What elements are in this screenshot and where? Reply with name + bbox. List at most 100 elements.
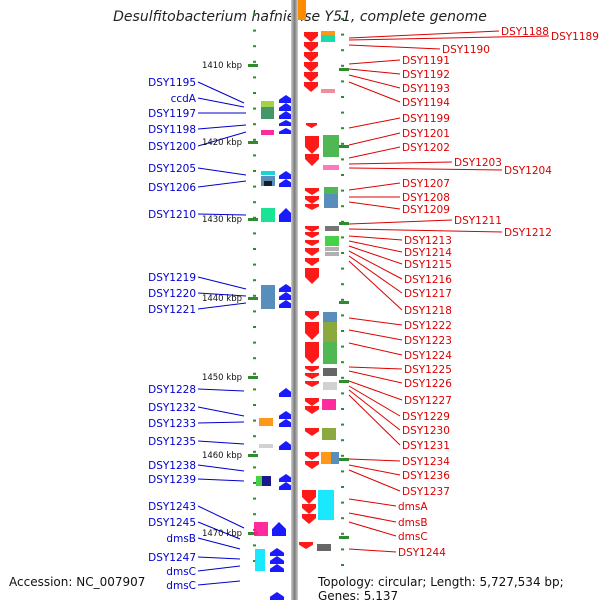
gene-leader-line [197,580,241,586]
tick-mark [341,361,344,364]
tick-mark [253,326,256,328]
gene-leader-line [197,167,247,176]
gene-leader-line [348,548,397,553]
reverse-gene-arrow [305,428,319,436]
gene-label-right: DSY1199 [402,113,450,125]
gene-feature-box [323,368,337,376]
gene-label-left: ccdA [171,93,197,105]
tick-mark [341,408,344,410]
tick-mark [253,357,256,360]
gene-leader-line [197,302,247,310]
gene-label-right: DSY1236 [402,470,450,482]
reverse-gene-arrow [306,123,317,128]
gene-feature-box [259,444,273,448]
forward-gene-arrow [279,103,293,111]
reverse-gene-arrow [304,52,318,62]
tick-mark [341,345,344,348]
tick-mark [341,33,344,36]
gene-leader-line [197,406,245,417]
gene-leader-line [348,394,401,446]
tick-mark [341,252,344,254]
gene-feature-box [325,236,339,246]
gene-feature-box [321,89,335,93]
reverse-gene-arrow [302,504,316,514]
gene-leader-line [197,464,245,472]
reverse-gene-arrow [305,232,319,238]
forward-gene-arrow [279,120,293,126]
tick-mark [253,450,256,453]
genome-axis [291,0,298,600]
tick-mark [253,497,256,500]
tick-mark [341,18,344,20]
major-tick [339,301,349,304]
gene-label-right: DSY1217 [404,288,452,300]
gene-label-left: DSY1232 [148,402,196,414]
tick-mark [253,154,256,157]
forward-gene-arrow [279,441,293,450]
gene-label-right: DSY1227 [404,395,452,407]
gene-feature-box [325,252,339,256]
tick-mark [253,107,256,110]
forward-gene-arrow [272,522,286,536]
accession-text: Accession: NC_007907 [9,575,146,589]
major-tick [339,458,349,461]
gene-label-right: DSY1223 [404,335,452,347]
reverse-gene-arrow [302,514,316,524]
gene-label-left: DSY1206 [148,182,196,194]
forward-gene-arrow [279,95,293,103]
gene-leader-line [348,219,453,225]
tick-mark [253,466,256,469]
scale-label: 1450 kbp [202,373,242,383]
tick-mark [253,170,256,172]
tick-mark [341,189,344,192]
tick-mark [253,14,256,16]
gene-label-right: DSY1225 [404,364,452,376]
gene-feature-box [264,181,272,186]
major-tick [248,532,258,535]
reverse-gene-arrow [305,381,319,387]
gene-feature-box [261,285,275,309]
gene-label-right: DSY1202 [402,142,450,154]
tick-mark [253,123,256,126]
major-tick [339,380,349,383]
gene-feature-box [323,135,339,157]
gene-leader-line [197,421,245,424]
gene-feature-box [321,35,335,42]
forward-gene-arrow [279,474,293,482]
tick-mark [341,501,344,504]
gene-leader-line [348,260,403,311]
gene-leader-line [348,498,397,507]
gene-feature-box [324,187,338,194]
gene-leader-line [348,250,403,280]
gene-leader-line [348,380,403,401]
tick-mark [253,404,256,406]
gene-label-right: DSY1191 [402,55,450,67]
scale-label: 1430 kbp [202,215,242,225]
tick-mark [341,96,344,98]
forward-gene-arrow [279,419,293,427]
gene-label-left: DSY1219 [148,272,196,284]
tick-mark [253,544,256,547]
reverse-gene-arrow [305,226,319,232]
gene-label-right: DSY1230 [402,425,450,437]
gene-feature-box [331,452,339,464]
gene-leader-line [348,201,401,210]
gene-feature-box [324,194,338,208]
gene-label-right: DSY1215 [404,259,452,271]
gene-label-right: DSY1192 [402,69,450,81]
gene-feature-box [317,544,331,551]
gene-leader-line [348,228,503,233]
tick-mark [253,232,256,235]
tick-mark [341,330,344,332]
gene-feature-box [321,452,331,464]
reverse-gene-arrow [305,461,319,469]
gene-label-right: DSY1213 [404,235,452,247]
tick-mark [341,532,344,535]
gene-label-left: dmsC [166,580,196,592]
forward-gene-arrow [270,592,284,600]
gene-leader-line [197,478,245,482]
gene-leader-line [197,213,247,216]
tick-mark [253,60,256,63]
